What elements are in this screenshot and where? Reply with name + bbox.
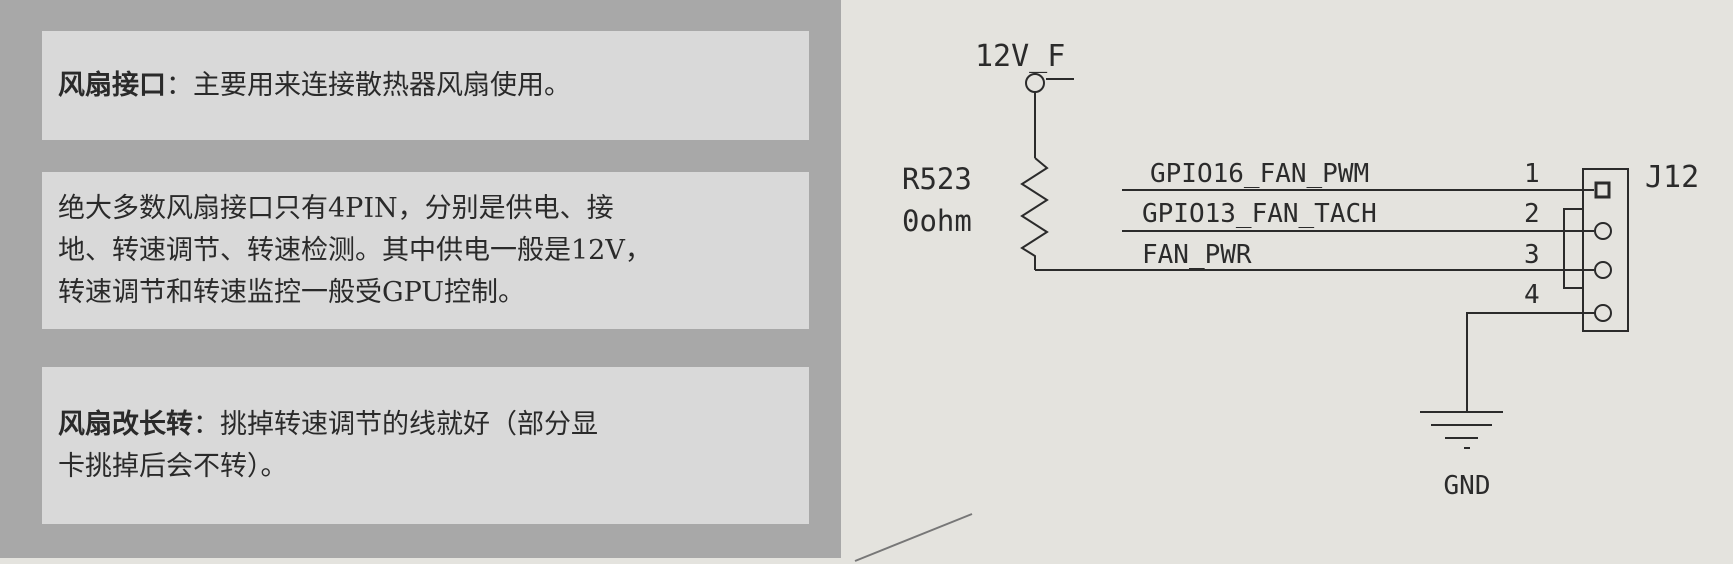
ground-label: GND bbox=[1444, 471, 1491, 501]
note-title: 风扇接口 bbox=[58, 69, 166, 101]
connector-body bbox=[1582, 168, 1629, 332]
note-4pin: 绝大多数风扇接口只有4PIN，分别是供电、接 地、转速调节、转速检测。其中供电一… bbox=[42, 172, 809, 329]
resistor-ref: R523 bbox=[902, 162, 972, 196]
note-line: 绝大多数风扇接口只有4PIN，分别是供电、接 bbox=[58, 192, 614, 224]
connector-outline bbox=[1563, 208, 1583, 289]
note-line: 转速调节和转速监控一般受GPU控制。 bbox=[58, 276, 526, 308]
note-fan-connector: 风扇接口：主要用来连接散热器风扇使用。 bbox=[42, 31, 809, 140]
pin-1-square bbox=[1594, 181, 1611, 199]
pin-3-circle bbox=[1594, 261, 1612, 279]
pin-number: 2 bbox=[1524, 199, 1540, 229]
pin-number: 3 bbox=[1524, 240, 1540, 270]
note-line: 地、转速调节、转速检测。其中供电一般是12V， bbox=[58, 234, 652, 266]
net-label-tach: GPIO13_FAN_TACH bbox=[1142, 199, 1377, 229]
pin-2-circle bbox=[1594, 222, 1612, 240]
net-label-pwr: FAN_PWR bbox=[1142, 240, 1252, 270]
page-edge-line bbox=[854, 513, 973, 562]
power-port-symbol bbox=[1025, 73, 1045, 93]
note-line: ：挑掉转速调节的线就好（部分显 bbox=[193, 408, 598, 440]
power-net-label: 12V_F bbox=[975, 39, 1065, 74]
notes-panel: 风扇接口：主要用来连接散热器风扇使用。 绝大多数风扇接口只有4PIN，分别是供电… bbox=[0, 0, 841, 558]
resistor-value: 0ohm bbox=[902, 204, 972, 238]
pin-4-circle bbox=[1594, 304, 1612, 322]
note-title: 风扇改长转 bbox=[58, 408, 193, 440]
connector-ref: J12 bbox=[1645, 160, 1699, 195]
pin-number: 4 bbox=[1524, 280, 1540, 310]
note-text: ：主要用来连接散热器风扇使用。 bbox=[166, 69, 571, 101]
note-line: 卡挑掉后会不转）。 bbox=[58, 450, 288, 482]
note-always-on: 风扇改长转：挑掉转速调节的线就好（部分显 卡挑掉后会不转）。 bbox=[42, 367, 809, 524]
net-label-pwm: GPIO16_FAN_PWM bbox=[1150, 159, 1369, 189]
wire-ground bbox=[1466, 312, 1595, 412]
pin-number: 1 bbox=[1524, 159, 1540, 189]
resistor-symbol bbox=[1020, 157, 1049, 270]
